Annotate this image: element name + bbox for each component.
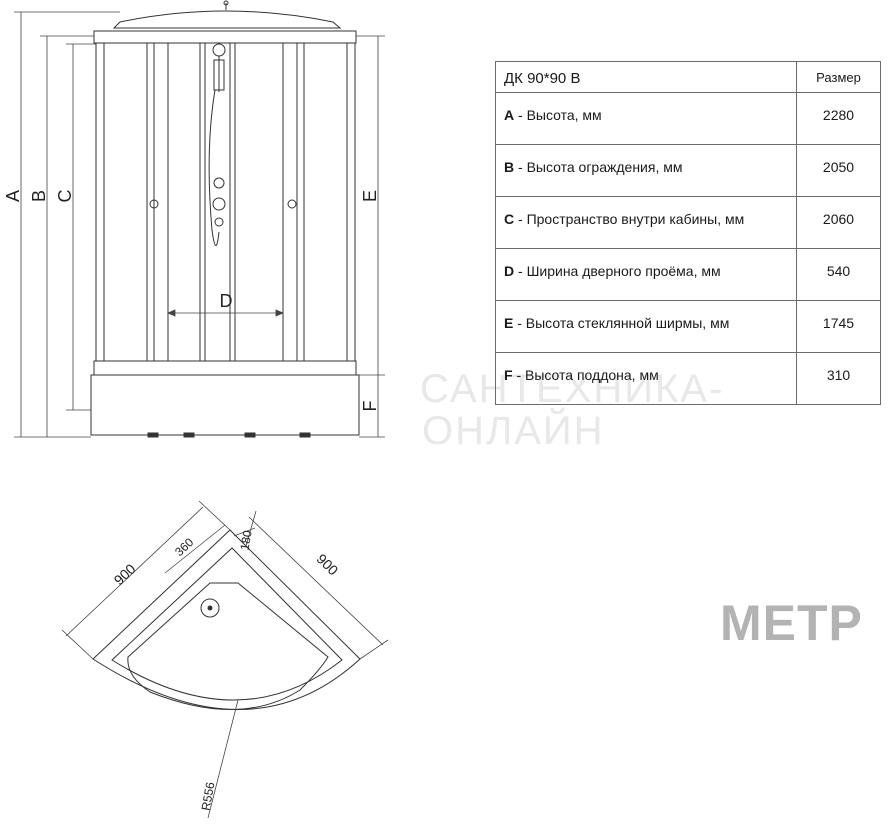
tray-outline-mid <box>111 547 343 701</box>
tray-inner-basin <box>127 582 329 710</box>
table-row: D - Ширина дверного проёма, мм 540 <box>495 248 881 301</box>
size-header: Размер <box>796 61 881 93</box>
table-row: E - Высота стеклянной ширмы, мм 1745 <box>495 300 881 353</box>
front-elevation <box>90 0 360 438</box>
watermark-line-2: ОНЛАЙН <box>422 409 605 453</box>
row-value: 2050 <box>796 144 881 197</box>
plan-dim-360: 360 <box>172 535 196 559</box>
top-frame <box>93 30 357 44</box>
model-name: ДК 90*90 В <box>495 61 797 93</box>
row-label: - Высота, мм <box>514 107 602 123</box>
plan-view <box>92 529 361 710</box>
left-inner-panel <box>153 42 169 362</box>
drain <box>200 598 220 618</box>
row-letter: B <box>504 159 515 175</box>
shower-tray <box>90 374 360 436</box>
row-label: - Ширина дверного проёма, мм <box>514 263 721 279</box>
table-row: C - Пространство внутри кабины, мм 2060 <box>495 196 881 249</box>
shower-head <box>212 43 226 57</box>
right-frame <box>346 42 356 362</box>
row-label: - Высота стеклянной ширмы, мм <box>513 315 730 331</box>
spec-table: ДК 90*90 В Размер A - Высота, мм 2280 B … <box>495 61 881 405</box>
table-row: A - Высота, мм 2280 <box>495 92 881 145</box>
control-knob-2 <box>212 197 226 211</box>
control-knob-1 <box>213 177 225 189</box>
left-frame <box>95 42 105 362</box>
row-letter: F <box>504 367 513 383</box>
row-label: - Высота ограждения, мм <box>514 159 683 175</box>
spec-table-header: ДК 90*90 В Размер <box>495 61 881 93</box>
row-value: 310 <box>796 352 881 405</box>
row-value: 1745 <box>796 300 881 353</box>
plan-width-left: 900 <box>111 560 139 588</box>
plan-dimensions <box>61 500 389 819</box>
dim-label-b: B <box>29 190 49 202</box>
plan-dim-180: 180 <box>237 529 254 551</box>
brand-logo: МЕТР <box>720 595 863 651</box>
roof-dome <box>112 10 342 29</box>
row-value: 2060 <box>796 196 881 249</box>
bottom-rail <box>93 360 357 376</box>
row-value: 2280 <box>796 92 881 145</box>
plan-width-right: 900 <box>314 551 342 579</box>
door-handle-left <box>149 199 159 209</box>
table-row: B - Высота ограждения, мм 2050 <box>495 144 881 197</box>
row-label: - Пространство внутри кабины, мм <box>514 211 745 227</box>
dim-label-c: C <box>55 190 75 203</box>
dim-label-d: D <box>220 291 233 311</box>
row-label: - Высота поддона, мм <box>512 367 659 383</box>
dim-label-f: F <box>360 401 380 412</box>
table-row: F - Высота поддона, мм 310 <box>495 352 881 405</box>
row-value: 540 <box>796 248 881 301</box>
dim-label-a: A <box>3 190 23 202</box>
shower-hose <box>208 89 220 246</box>
control-knob-3 <box>214 217 224 227</box>
row-letter: C <box>504 211 515 227</box>
dim-label-e: E <box>360 190 380 202</box>
front-dimensions <box>14 11 385 438</box>
plan-radius: R556 <box>199 781 218 812</box>
row-letter: D <box>504 263 515 279</box>
row-letter: E <box>504 315 514 331</box>
row-letter: A <box>504 107 515 123</box>
door-handle-right <box>287 199 297 209</box>
